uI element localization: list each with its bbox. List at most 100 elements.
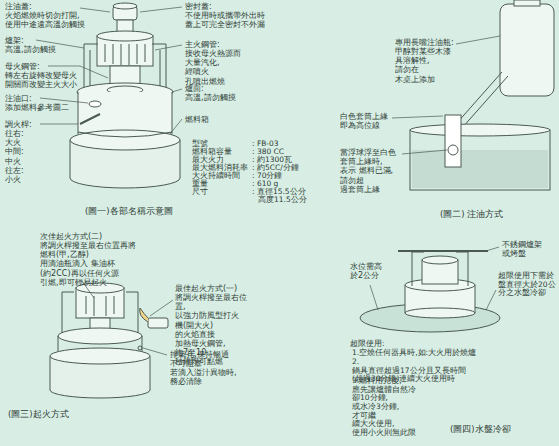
part-name: 調火桿: [5,120,32,129]
spec-key: 尺寸 [192,188,208,197]
part-name: 燃料箱 [185,115,209,124]
water-tray-figure [405,285,406,313]
part-note: 添加燃料參考圖二 [5,103,69,112]
figure-caption: (圖二) 注油方式 [440,210,503,220]
leader-lines [456,36,500,44]
part-name: 排氣孔,保持暢通 [170,350,229,359]
lighting-figure [50,348,150,364]
stove-parts-figure [78,132,172,137]
part-name: 專用長嘴注油瓶: [395,38,454,47]
note: 超限使用下需於 盤直徑大於20公 分之水盤冷卻 [498,272,556,298]
water-tray-figure [422,256,458,264]
leader-lines [486,247,499,251]
refuel-figure [448,145,458,155]
water-tray-figure [412,252,424,286]
lighting-figure [50,356,51,390]
leader-lines [150,300,173,316]
water-tray-figure [405,308,475,318]
refuel-figure [456,72,502,124]
water-tray-figure [475,285,476,313]
leader-lines [170,119,182,134]
part-name: 注油口: [5,94,32,103]
method-title: 最佳起火方式(一) [175,284,237,293]
note: 水位需高 於2公分 [350,262,382,280]
stove-parts-figure [105,44,106,62]
refuel-figure [410,0,554,190]
stove-parts-figure [129,44,130,65]
lighting-figure [138,346,142,350]
leader-lines [370,247,499,310]
leader-lines [392,116,443,118]
stove-parts-figure [70,130,180,150]
refuel-figure [410,124,550,136]
refuel-figure [514,0,540,6]
leader-lines [172,89,182,92]
stove-parts-figure [70,3,180,188]
refuel-figure [412,150,548,188]
part-name: 注油蓋: [5,2,32,11]
part-name: 母火鋼管: [5,62,40,71]
stove-parts-figure [121,44,122,65]
part-name: 不銹鋼爐架 或烤盤 [502,240,542,258]
part-note: 往右:大火 中間:中火 往左:小火 [5,129,24,184]
method-note: 將調火桿撥至最右位置再將 燃料(甲,乙醇)用滴油瓶滴入 集油杯(約2CC)再以任… [40,241,136,287]
water-tray-figure [456,252,468,286]
stove-parts-figure [180,140,181,178]
method-title: 次佳起火方式(二) [40,232,102,241]
note-item: 1.空燒任何器具時,如:大火用於燒爐 [352,349,476,358]
stove-parts-figure [117,20,133,32]
refuel-figure [462,76,508,128]
lighting-figure [86,296,87,314]
figure-caption: (圖四)水盤冷卻 [450,425,511,435]
part-note: 不可阻塞 若滴入溢汁異物時, 務必清除 [170,359,237,387]
leader-lines [143,348,167,355]
stove-parts-figure [172,92,173,134]
part-note: 不使用時或攜帶外出時 蓋上可完全密封不外漏 [185,11,265,29]
spec-value: 高度11.5公分 [258,196,307,205]
stove-parts-figure [78,92,79,134]
stove-parts-figure [70,140,71,178]
lighting-figure [148,318,168,328]
water-tray-figure [360,304,500,332]
refuel-figure [410,130,550,190]
part-name: 爐架: [5,36,24,45]
refuel-figure [500,4,554,96]
note-title: 超限使用: [350,340,385,349]
lighting-figure [150,356,151,390]
stove-parts-figure [80,114,100,124]
water-tray-figure [398,250,488,252]
stove-parts-figure [89,101,101,107]
part-name: 主火鋼管: [185,40,220,49]
lighting-figure [50,283,168,398]
stove-parts-figure [113,3,137,9]
part-note: 接收母火熱源而 大量汽化,經噴火 孔噴出燃燒 [185,49,241,86]
note: 白色套筒上緣 即為高位線 [340,112,388,130]
part-note: 火焰燃燒時切勿打開, 使用中途遠高溫勿觸摸 [5,11,85,29]
note-item: 3.燃料用完後,應先讓爐體自然冷 卻10分鐘,或水冷3分鐘,才可繼 續大火使用,… [352,377,416,437]
part-note: 高溫,請勿觸摸 [185,93,236,102]
part-note: 高溫,請勿觸摸 [5,45,56,54]
lighting-figure [58,328,142,344]
lighting-figure [140,308,148,322]
leader-lines [82,281,173,355]
stove-parts-figure [137,44,138,64]
part-note: 甲醇對某些木漆 具溶解性,請勿在 木桌上添加 [395,47,451,84]
stove-parts-figure [78,92,172,132]
note: 當浮球浮至白色 套筒上緣時,表示 燃料已滿,請勿超 過套筒上緣 [340,148,396,194]
leader-lines [140,7,182,12]
leader-lines [486,290,496,310]
stove-parts-figure [113,44,114,64]
leader-lines [80,8,110,12]
leader-lines [40,98,88,103]
figure-caption: (圖三)起火方式 [8,410,69,420]
leader-lines [40,124,78,125]
leader-lines [402,150,447,154]
part-name: 爐面: [185,84,204,93]
lighting-figure [94,296,95,316]
stove-parts-figure [97,31,153,41]
leader-lines [370,285,378,310]
leader-lines [155,45,182,50]
lighting-figure [114,296,115,314]
